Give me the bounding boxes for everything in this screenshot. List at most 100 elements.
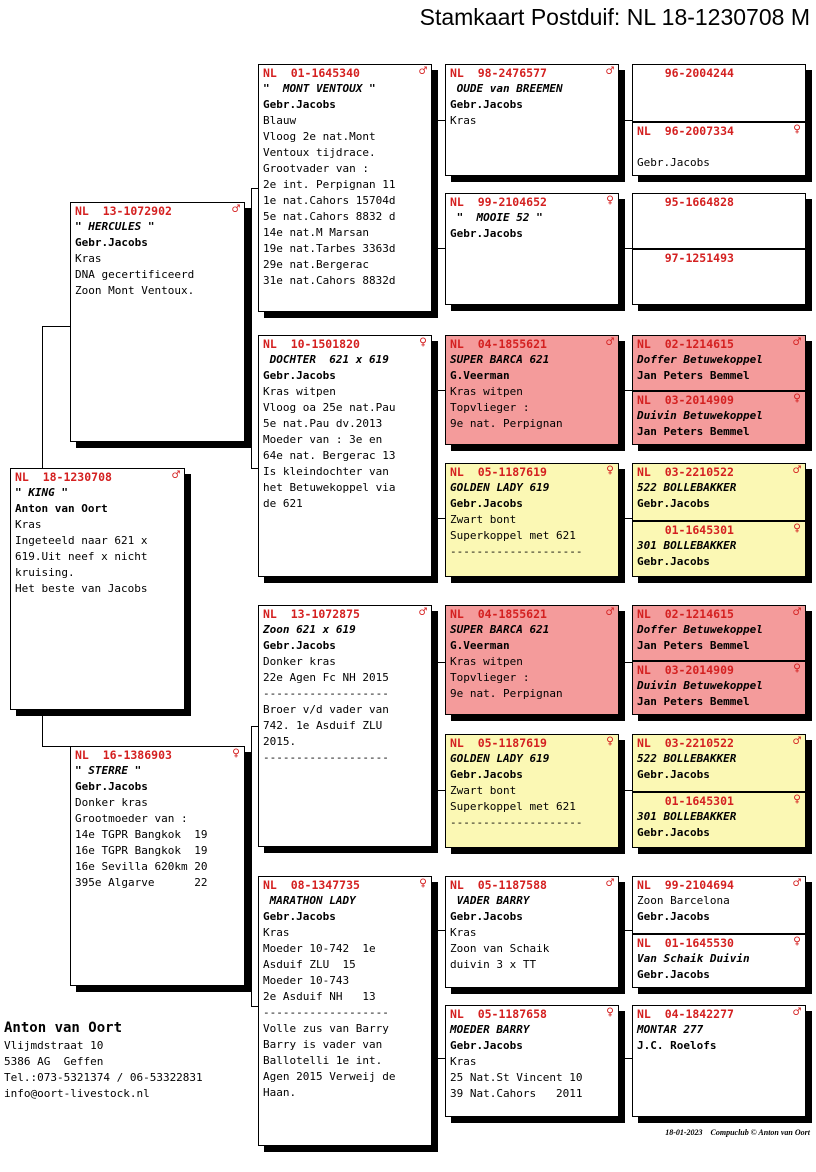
card-header: NL 05-1187619♀ <box>446 735 618 751</box>
page-title: Stamkaart Postduif: NL 18-1230708 M <box>419 4 810 30</box>
card-line: Gebr.Jacobs <box>637 497 710 510</box>
card-line: Vloog 2e nat.Mont <box>263 130 376 143</box>
pigeon-card-ffm[interactable]: NL 99-2104652♀ " MOOIE 52 "Gebr.Jacobs <box>445 193 619 305</box>
card-header: NL 04-1855621♂ <box>446 606 618 622</box>
card-line: Duivin Betuwekoppel <box>637 679 763 692</box>
card-line: duivin 3 x TT <box>450 958 537 971</box>
card-line: 5e nat.Pau dv.2013 <box>263 417 383 430</box>
card-line: 619.Uit neef x nicht <box>15 550 148 563</box>
card-line: Jan Peters Bemmel <box>637 639 750 652</box>
card-line: Is kleindochter van <box>263 465 389 478</box>
card-line: VADER BARRY <box>450 894 530 907</box>
connector-line <box>624 662 632 663</box>
card-line: Barry is vader van <box>263 1038 383 1051</box>
card-line: Kras witpen <box>263 385 336 398</box>
ring-number: NL 05-1187619 <box>450 736 547 750</box>
card-line: G.Veerman <box>450 369 510 382</box>
ring-number: NL 03-2210522 <box>637 736 734 750</box>
card-line: MONTAR 277 <box>637 1023 704 1036</box>
card-line: Het beste van Jacobs <box>15 582 148 595</box>
card-line: Gebr.Jacobs <box>450 910 523 923</box>
card-line: GOLDEN LADY 619 <box>450 752 550 765</box>
card-line: 31e nat.Cahors 8832d <box>263 274 396 287</box>
card-line: Kras <box>263 926 290 939</box>
ring-number: NL 01-1645340 <box>263 66 360 80</box>
card-header: NL 02-1214615♂ <box>633 606 805 622</box>
card-header: NL 03-2014909♀ <box>633 661 805 678</box>
ring-number: NL 01-1645530 <box>637 936 734 950</box>
card-line: Zoon Mont Ventoux. <box>75 284 195 297</box>
card-line: 2015. <box>263 735 297 748</box>
card-line: " HERCULES " <box>75 220 155 233</box>
connector-line <box>42 746 70 747</box>
card-header: NL 03-2014909♀ <box>633 391 805 408</box>
male-icon: ♂ <box>793 1005 801 1020</box>
card-line: Blauw <box>263 114 297 127</box>
pigeon-card-ffff[interactable]: 96-2004244 <box>633 65 805 121</box>
card-line: Gebr.Jacobs <box>263 639 336 652</box>
card-line: OUDE van BREEMEN <box>450 82 563 95</box>
connector-line <box>42 326 70 327</box>
pigeon-card-ff[interactable]: NL 01-1645340♂" MONT VENTOUX "Gebr.Jacob… <box>258 64 432 312</box>
pigeon-card-ffmm[interactable]: 97-1251493 <box>633 248 805 304</box>
card-line: Gebr.Jacobs <box>263 910 336 923</box>
card-line: 22e Agen Fc NH 2015 <box>263 671 389 684</box>
female-icon: ♀ <box>606 1005 614 1020</box>
card-line: 301 BOLLEBAKKER <box>637 810 737 823</box>
pigeon-card-ffmf[interactable]: 95-1664828 <box>633 194 805 248</box>
connector-line <box>437 248 445 249</box>
card-header: NL 98-2476577♂ <box>446 65 618 81</box>
pigeon-pair-box: 95-1664828 97-1251493 <box>632 193 806 305</box>
card-line: Topvlieger : <box>450 671 530 684</box>
card-line: Ingeteeld naar 621 x <box>15 534 148 547</box>
card-line: Asduif ZLU 15 <box>263 958 356 971</box>
female-icon: ♀ <box>232 746 240 761</box>
card-header: NL 03-2210522♂ <box>633 735 805 751</box>
male-icon: ♂ <box>606 335 614 350</box>
card-line: Jan Peters Bemmel <box>637 425 750 438</box>
ring-number: NL 04-1855621 <box>450 337 547 351</box>
card-line: Gebr.Jacobs <box>75 780 148 793</box>
card-line: 742. 1e Asduif ZLU <box>263 719 383 732</box>
pigeon-card-fffm[interactable]: NL 96-2007334♀Gebr.Jacobs <box>633 121 805 175</box>
female-icon: ♀ <box>793 661 801 676</box>
card-line: Broer v/d vader van <box>263 703 389 716</box>
card-line: ------------------- <box>263 687 389 700</box>
male-icon: ♂ <box>793 335 801 350</box>
connector-line <box>437 390 438 518</box>
ring-number: NL 08-1347735 <box>263 878 360 892</box>
card-header: 95-1664828 <box>633 194 805 210</box>
owner-email[interactable]: info@oort-livestock.nl <box>4 1087 150 1100</box>
card-line: 29e nat.Bergerac <box>263 258 369 271</box>
ring-number: 95-1664828 <box>637 195 734 209</box>
connector-line <box>624 1058 632 1059</box>
card-line: DNA gecertificeerd <box>75 268 195 281</box>
card-line: Zwart bont <box>450 513 517 526</box>
